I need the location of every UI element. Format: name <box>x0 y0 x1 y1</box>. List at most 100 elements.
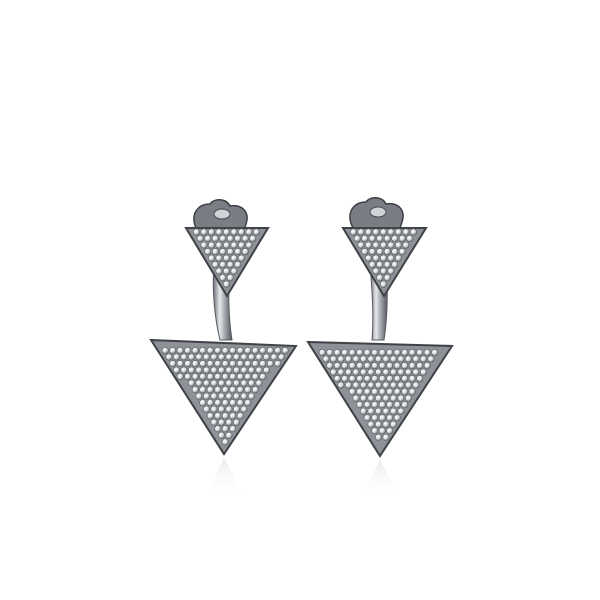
pave-stone <box>229 425 237 433</box>
pave-stone <box>221 373 229 381</box>
pave-stone <box>218 405 226 413</box>
pave-stone <box>352 381 360 389</box>
pave-stone <box>199 399 207 407</box>
pave-stone <box>241 235 249 243</box>
pave-stone <box>389 355 397 363</box>
pave-stone <box>378 427 386 435</box>
pave-stone <box>356 401 364 409</box>
pave-stone <box>236 412 244 420</box>
pave-stone <box>218 392 226 400</box>
pave-stone <box>180 366 188 374</box>
pave-stone <box>389 381 397 389</box>
pave-stone <box>221 412 229 420</box>
pave-stone <box>230 254 238 262</box>
pave-stone <box>230 228 238 236</box>
pave-stone <box>191 360 199 368</box>
pave-stone <box>379 254 387 262</box>
pave-stone <box>367 381 375 389</box>
pave-stone <box>230 241 238 249</box>
pave-stone <box>404 381 412 389</box>
pave-stone <box>229 399 237 407</box>
pave-stone <box>401 401 409 409</box>
pave-stone <box>240 405 248 413</box>
pave-stone <box>382 355 390 363</box>
pave-stone <box>240 366 248 374</box>
pave-stone <box>378 362 386 370</box>
pave-stone <box>240 379 248 387</box>
pave-stone <box>404 368 412 376</box>
pave-stone <box>206 386 214 394</box>
pave-stone <box>386 362 394 370</box>
pave-stone <box>199 373 207 381</box>
pave-stone <box>238 241 246 249</box>
pave-stone <box>210 353 218 361</box>
pave-stone <box>188 366 196 374</box>
pave-stone <box>281 346 289 354</box>
pave-stone <box>251 386 259 394</box>
pave-stone <box>382 420 390 428</box>
pave-stone <box>344 381 352 389</box>
pave-stone <box>371 414 379 422</box>
pave-stone <box>195 353 203 361</box>
pave-stone <box>169 360 177 368</box>
pave-stone <box>218 353 226 361</box>
pave-stone <box>191 373 199 381</box>
pave-stone <box>363 388 371 396</box>
pave-stone <box>371 375 379 383</box>
pave-stone <box>219 274 227 282</box>
pave-stone <box>431 348 439 356</box>
pave-stone <box>359 368 367 376</box>
right-large-triangle <box>306 340 454 458</box>
pave-stone <box>383 248 391 256</box>
pave-stone <box>359 355 367 363</box>
pave-stone <box>352 368 360 376</box>
pave-stone <box>200 228 208 236</box>
pave-stone <box>386 375 394 383</box>
pave-stone <box>359 407 367 415</box>
pave-stone <box>402 241 410 249</box>
pave-stone <box>374 394 382 402</box>
pave-stone <box>218 379 226 387</box>
pave-stone <box>348 362 356 370</box>
pave-stone <box>210 366 218 374</box>
pave-stone <box>419 355 427 363</box>
pave-stone <box>401 348 409 356</box>
pave-stone <box>408 388 416 396</box>
pave-stone <box>356 348 364 356</box>
pave-stone <box>376 261 384 269</box>
pave-stone <box>266 360 274 368</box>
pave-stone <box>195 392 203 400</box>
pave-stone <box>376 274 384 282</box>
pave-stone <box>378 375 386 383</box>
pave-stone <box>206 412 214 420</box>
pave-stone <box>394 228 402 236</box>
pave-stone <box>352 355 360 363</box>
pave-stone <box>371 401 379 409</box>
pave-stone <box>214 425 222 433</box>
pave-stone <box>214 399 222 407</box>
pave-stone <box>394 254 402 262</box>
pave-stone <box>371 388 379 396</box>
pave-stone <box>270 353 278 361</box>
pave-stone <box>200 241 208 249</box>
pave-stone <box>248 366 256 374</box>
pave-stone <box>356 388 364 396</box>
pave-stone <box>374 368 382 376</box>
pave-stone <box>215 228 223 236</box>
pave-stone <box>383 235 391 243</box>
pave-stone <box>341 348 349 356</box>
pave-stone <box>386 427 394 435</box>
pave-stone <box>223 228 231 236</box>
pave-stone <box>412 381 420 389</box>
pave-stone <box>248 379 256 387</box>
pave-stone <box>184 346 192 354</box>
pave-stone <box>322 355 330 363</box>
pave-stone <box>229 346 237 354</box>
pave-stone <box>389 420 397 428</box>
pave-stone <box>236 360 244 368</box>
left-large-triangle <box>149 338 298 456</box>
pave-stone <box>337 368 345 376</box>
pave-stone <box>357 241 365 249</box>
pave-stone <box>344 355 352 363</box>
pave-stone <box>245 241 253 249</box>
